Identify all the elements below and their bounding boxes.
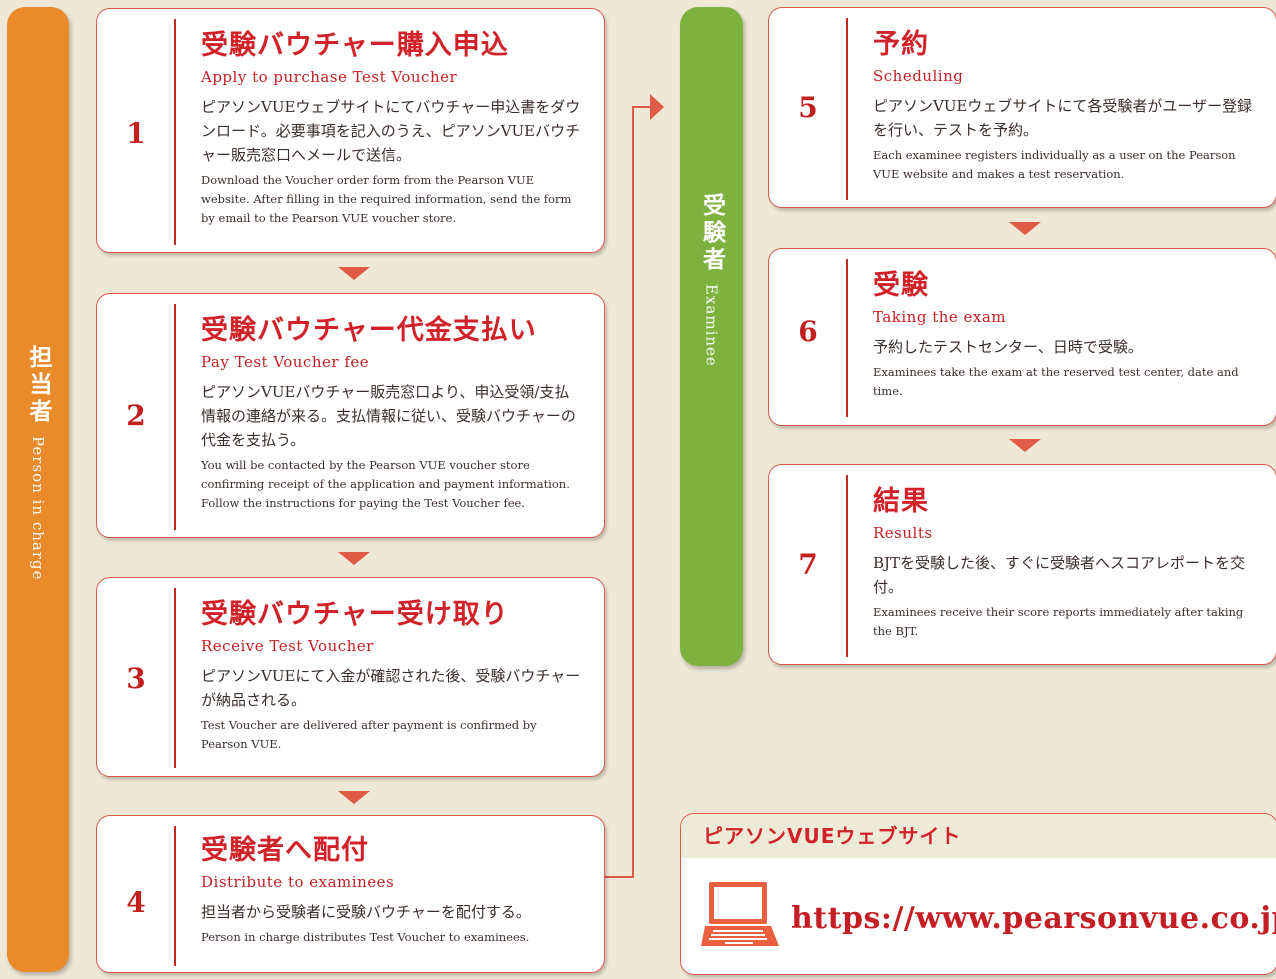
step-description-en: Download the Voucher order form from the…	[201, 173, 572, 225]
step-divider	[846, 18, 848, 200]
step-description-en: Examinees receive their score reports im…	[873, 605, 1244, 638]
step-card-3: 3 受験バウチャー受け取り Receive Test Voucher ピアソンV…	[96, 577, 605, 777]
step-number: 3	[126, 662, 146, 695]
down-arrow-icon	[1009, 439, 1041, 452]
step-subtitle: Scheduling	[873, 67, 964, 85]
step-title: 予約	[873, 29, 929, 60]
step-title: 受験バウチャー購入申込	[201, 30, 509, 61]
step-description-jp: BJTを受験した後、すぐに受験者へスコアレポートを交付。	[873, 554, 1246, 596]
step-subtitle: Pay Test Voucher fee	[201, 353, 370, 371]
step-description-jp: 予約したテストセンター、日時で受験。	[873, 338, 1143, 356]
step-divider	[174, 304, 176, 530]
connector-arrow-icon	[650, 94, 664, 120]
step-subtitle: Receive Test Voucher	[201, 637, 374, 655]
step-subtitle: Results	[873, 524, 933, 542]
website-heading: ピアソンVUEウェブサイト	[681, 814, 1276, 858]
step-subtitle: Taking the exam	[873, 308, 1007, 326]
step-number: 4	[126, 886, 146, 919]
step-description-en: Person in charge distributes Test Vouche…	[201, 930, 530, 944]
step-title: 受験者へ配付	[201, 835, 369, 866]
step-number: 5	[798, 91, 818, 124]
step-subtitle: Distribute to examinees	[201, 873, 395, 891]
step-description-en: Test Voucher are delivered after payment…	[201, 718, 537, 751]
step-title: 受験バウチャー代金支払い	[201, 315, 537, 346]
step-divider	[846, 259, 848, 417]
person-in-charge-label-en: Person in charge	[29, 436, 47, 581]
step-divider	[174, 588, 176, 768]
step-number: 2	[126, 399, 146, 432]
examinee-label-en: Examinee	[702, 284, 721, 367]
step-number: 6	[798, 315, 818, 348]
step-description-en: Examinees take the exam at the reserved …	[873, 365, 1239, 398]
step-card-6: 6 受験 Taking the exam 予約したテストセンター、日時で受験。 …	[768, 248, 1276, 426]
person-in-charge-bar: 担当者 Person in charge	[7, 7, 69, 972]
step-description-jp: ピアソンVUEウェブサイトにてバウチャー申込書をダウンロード。必要事項を記入のう…	[201, 98, 581, 164]
step-card-1: 1 受験バウチャー購入申込 Apply to purchase Test Vou…	[96, 8, 605, 253]
step-title: 受験バウチャー受け取り	[201, 599, 509, 630]
step-title: 受験	[873, 270, 929, 301]
down-arrow-icon	[1009, 222, 1041, 235]
step-description-jp: ピアソンVUEにて入金が確認された後、受験バウチャーが納品される。	[201, 667, 581, 709]
laptop-icon	[701, 882, 779, 946]
step-divider	[174, 19, 176, 245]
examinee-bar: 受験者 Examinee	[680, 7, 743, 666]
step-divider	[846, 475, 848, 657]
step-description-jp: 担当者から受験者に受験バウチャーを配付する。	[201, 903, 531, 921]
step-number: 1	[126, 117, 146, 150]
step-card-5: 5 予約 Scheduling ピアソンVUEウェブサイトにて各受験者がユーザー…	[768, 7, 1276, 208]
down-arrow-icon	[338, 791, 370, 804]
person-in-charge-label-jp: 担当者	[25, 345, 51, 426]
step-divider	[174, 826, 176, 966]
step-card-2: 2 受験バウチャー代金支払い Pay Test Voucher fee ピアソン…	[96, 293, 605, 538]
step-card-4: 4 受験者へ配付 Distribute to examinees 担当者から受験…	[96, 815, 605, 973]
step-description-jp: ピアソンVUEバウチャー販売窓口より、申込受領/支払情報の連絡が来る。支払情報に…	[201, 383, 576, 449]
step-description-en: You will be contacted by the Pearson VUE…	[201, 458, 570, 510]
step-number: 7	[798, 548, 818, 581]
step-subtitle: Apply to purchase Test Voucher	[201, 68, 458, 86]
examinee-label-jp: 受験者	[698, 193, 725, 274]
step-title: 結果	[873, 486, 929, 517]
down-arrow-icon	[338, 267, 370, 280]
down-arrow-icon	[338, 552, 370, 565]
step-description-jp: ピアソンVUEウェブサイトにて各受験者がユーザー登録を行い、テストを予約。	[873, 97, 1253, 139]
website-box: ピアソンVUEウェブサイト https://www.pearsonvue.co.…	[680, 813, 1276, 975]
step-card-7: 7 結果 Results BJTを受験した後、すぐに受験者へスコアレポートを交付…	[768, 464, 1276, 665]
website-url-link[interactable]: https://www.pearsonvue.co.jp	[791, 901, 1276, 936]
step-description-en: Each examinee registers individually as …	[873, 148, 1236, 181]
